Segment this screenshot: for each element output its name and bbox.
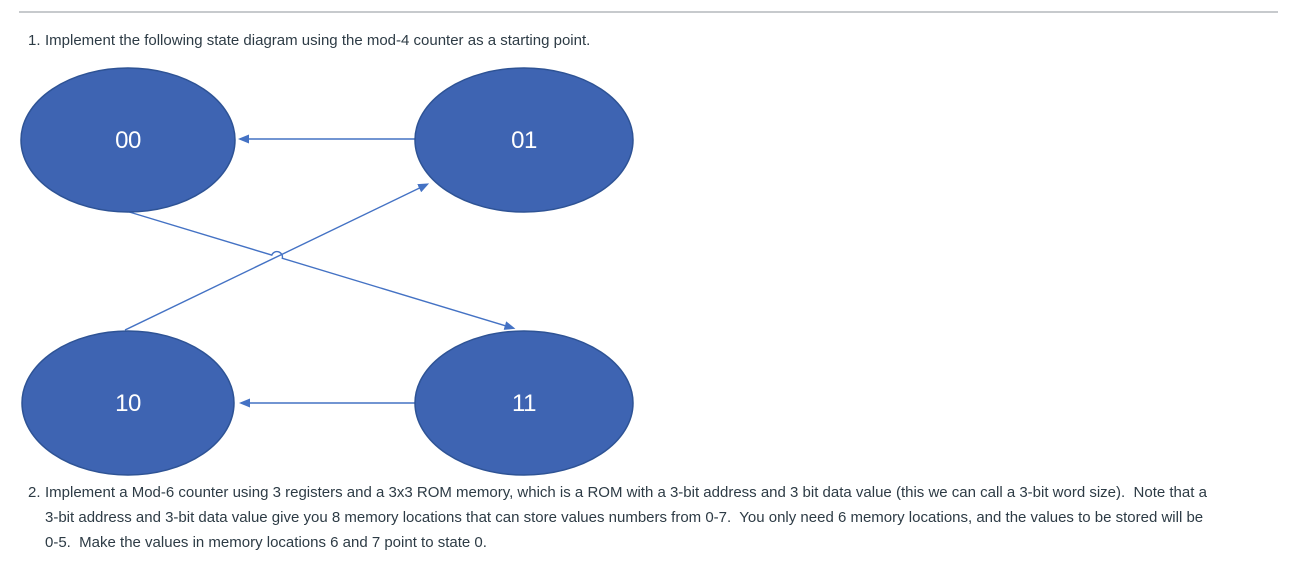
state-label-01: 01 (511, 127, 537, 154)
state-label-11: 11 (512, 390, 536, 417)
state-label-00: 00 (115, 127, 141, 154)
question-2-line-1: Implement a Mod-6 counter using 3 regist… (45, 484, 1207, 501)
state-diagram-svg: 00 01 10 11 (20, 67, 634, 476)
state-ellipse-01 (414, 67, 634, 213)
question-2: 2. Implement a Mod-6 counter using 3 reg… (28, 480, 1207, 555)
question-2-line-3: 0-5. Make the values in memory locations… (45, 534, 487, 551)
question-1-number: 1. (28, 32, 41, 49)
transition-arrow-00-to-11 (125, 210, 516, 330)
transition-arrow-10-to-01 (124, 183, 430, 331)
top-divider (19, 11, 1278, 13)
question-2-text: Implement a Mod-6 counter using 3 regist… (45, 480, 1207, 555)
state-ellipse-00 (20, 67, 236, 213)
state-diagram-content: 00 01 10 11 (20, 67, 634, 476)
state-ellipse-11 (414, 330, 634, 476)
question-1-text: Implement the following state diagram us… (45, 32, 591, 49)
state-label-10: 10 (115, 390, 141, 417)
question-2-number: 2. (28, 484, 41, 501)
question-2-line-2: 3-bit address and 3-bit data value give … (45, 509, 1204, 526)
state-ellipse-10 (21, 330, 235, 476)
question-1: 1. Implement the following state diagram… (28, 30, 590, 52)
